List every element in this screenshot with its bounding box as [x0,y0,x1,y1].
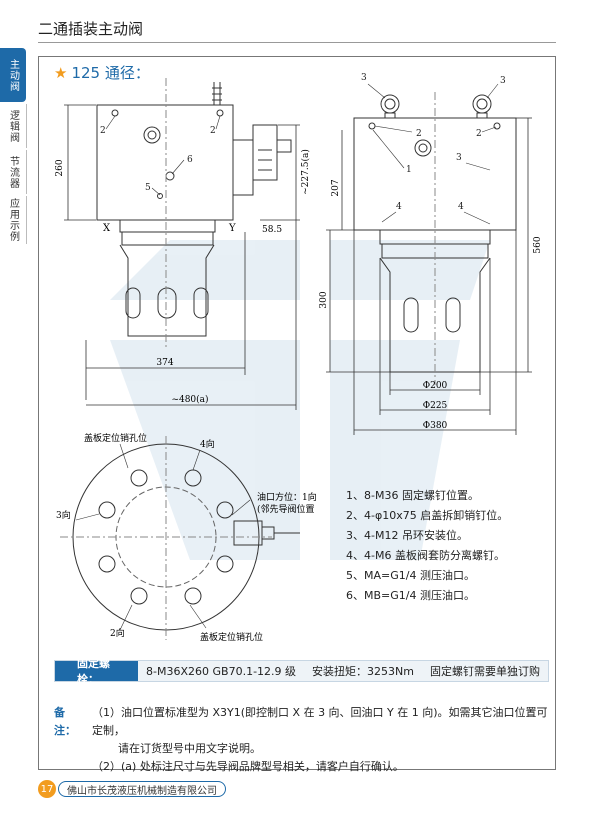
top-label-pin-top: 盖板定位销孔位 [84,432,147,444]
top-label-port: 油口方位：1向 [257,491,317,503]
page-title: 二通插装主动阀 [38,20,144,38]
legend-list: 1、8-M36 固定螺钉位置。 2、4-φ10x75 启盖拆卸销钉位。 3、4-… [346,486,508,606]
side-tab-main-valve[interactable]: 主动阀 [0,48,26,102]
side-dim-207: 207 [331,179,341,196]
top-label-pin-bottom: 盖板定位销孔位 [200,631,263,643]
front-view [96,78,292,350]
side-dim-200: Φ200 [423,381,448,391]
side-tab-application[interactable]: 应用示例 [0,196,27,244]
legend-item: 4、4-M6 盖板阀套防分离螺钉。 [346,549,505,562]
front-dim-374: 374 [156,358,173,368]
page-number: 17 [38,780,56,798]
side-balloon-3b: 3 [500,76,506,86]
top-view [60,436,300,640]
front-balloon-6: 6 [187,155,193,165]
note-line: 请在订货型号中用文字说明。 [118,742,261,755]
front-body [96,104,234,221]
legend-item: 1、8-M36 固定螺钉位置。 [346,489,479,502]
front-port-x: X [103,223,111,234]
company-name: 佛山市长茂液压机械制造有限公司 [58,781,226,797]
side-dim-380: Φ380 [423,421,448,431]
front-balloon-5: 5 [145,183,151,193]
side-balloons: 3 3 2 2 1 3 4 4 [361,73,506,212]
top-label-4: 4向 [200,438,215,450]
content-frame [38,56,556,770]
legend-item: 3、4-M12 吊环安装位。 [346,529,468,542]
note-line: （1）油口位置标准型为 X3Y1(即控制口 X 在 3 向、回油口 Y 在 1 … [92,706,548,737]
bolt-spec-bar: 固定螺栓： 8-M36X260 GB70.1-12.9 级 安装扭矩：3253N… [54,657,549,686]
side-dimensions [326,117,532,435]
side-balloon-4b: 4 [458,202,464,212]
side-balloon-4a: 4 [396,202,402,212]
top-label-3: 3向 [56,509,71,521]
section-title-text: 125 通径： [71,64,150,82]
footer: 17 佛山市长茂液压机械制造有限公司 [38,780,226,798]
watermark [110,240,490,560]
side-tab-logic-valve[interactable]: 逻辑阀 [0,104,27,148]
front-port-y: Y [228,223,236,234]
side-dim-560: 560 [533,236,543,253]
side-balloon-1: 1 [406,165,412,175]
top-label-2: 2向 [110,627,125,639]
front-balloon-2b: 2 [210,126,216,136]
front-balloon-2a: 2 [100,126,106,136]
top-label-port2: (邻先导阀位置 [257,503,315,515]
bolt-spec-order: 固定螺钉需要单独订购 [430,665,540,678]
front-dim-58: 58.5 [262,225,282,235]
front-dim-227: ~227.5(a) [300,149,311,195]
star-icon: ★ [54,64,68,82]
side-view [353,92,517,385]
side-body [353,117,517,231]
notes-title: 备注： [54,706,76,737]
front-balloons: 2 2 6 5 [100,126,216,193]
front-dim-480: ~480(a) [171,394,208,405]
front-dimensions [64,104,300,410]
front-dim-260: 260 [55,159,65,176]
side-balloon-3a: 3 [361,73,367,83]
note-line: （2）(a) 处标注尺寸与先导阀品牌型号相关，请客户自行确认。 [92,760,404,773]
side-balloon-3c: 3 [456,153,462,163]
side-dim-225: Φ225 [423,401,448,411]
legend-item: 5、MA=G1/4 测压油口。 [346,569,475,582]
legend-item: 2、4-φ10x75 启盖拆卸销钉位。 [346,509,509,522]
side-balloon-2a: 2 [416,129,422,139]
legend-item: 6、MB=G1/4 测压油口。 [346,589,475,602]
bolt-spec-size: 8-M36X260 GB70.1-12.9 级 [146,665,297,678]
title-divider [38,42,556,43]
side-dim-300: 300 [319,291,329,308]
bolt-spec-torque: 安装扭矩：3253Nm [312,665,414,678]
side-balloon-2b: 2 [476,129,482,139]
bolt-spec-label: 固定螺栓： [55,657,139,686]
section-title: ★125 通径： [54,62,150,83]
technical-drawing: 260 ~227.5(a) 58.5 X Y 374 ~480(a) 2 2 6… [55,73,543,643]
side-tab-throttle[interactable]: 节流器 [0,150,27,194]
